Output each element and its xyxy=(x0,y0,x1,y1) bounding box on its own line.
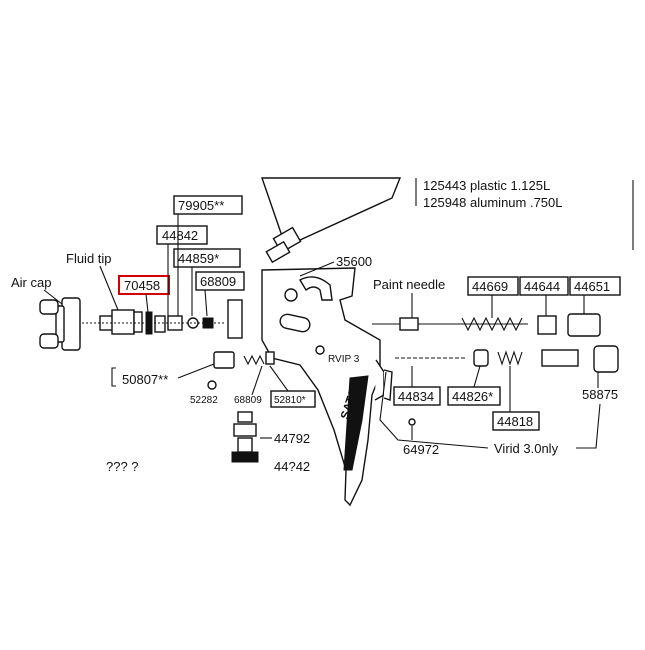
needle-collar xyxy=(399,317,419,331)
part-68809: 68809 xyxy=(200,274,236,289)
part-52810: 52810* xyxy=(274,395,306,406)
screw-64972 xyxy=(408,418,416,426)
part-cutoff-2: 44?42 xyxy=(274,459,310,474)
part-44826: 44826* xyxy=(452,389,493,404)
oring-44859 xyxy=(187,317,199,329)
cup-option-2-code: 125948 xyxy=(423,195,466,210)
part-50807: 50807** xyxy=(122,372,168,387)
part-58875-knob xyxy=(593,345,619,373)
valve-spring xyxy=(497,350,523,366)
needle-spring xyxy=(461,316,523,332)
air-cap-part xyxy=(39,297,81,351)
part-cutoff-1: ??? ? xyxy=(106,459,139,474)
model-text: RVIP 3 xyxy=(328,354,360,365)
box-44669 xyxy=(467,276,519,296)
air-inlet-fitting xyxy=(231,411,259,463)
part-44818: 44818 xyxy=(497,414,533,429)
paint-cup xyxy=(261,177,402,264)
cup-option-1-desc: plastic 1.125L xyxy=(470,178,550,193)
part-64972: 64972 xyxy=(403,442,439,457)
gun-nose xyxy=(227,299,243,339)
part-44834: 44834 xyxy=(398,389,434,404)
part-70458: 70458 xyxy=(124,278,160,293)
part-44644: 44644 xyxy=(524,279,560,294)
part-44842: 44842 xyxy=(162,228,198,243)
part-35600: 35600 xyxy=(336,254,372,269)
part-44651: 44651 xyxy=(574,279,610,294)
air-cap-label: Air cap xyxy=(11,275,51,290)
part-68809-lower: 68809 xyxy=(234,395,262,406)
part-44792: 44792 xyxy=(274,431,310,446)
part-79905: 79905** xyxy=(178,198,224,213)
box-52810 xyxy=(270,390,316,408)
oring-52282 xyxy=(207,380,217,390)
part-58875: 58875 xyxy=(582,387,618,402)
box-68809 xyxy=(195,271,245,291)
part-44651-shape xyxy=(567,313,601,337)
box-44834 xyxy=(393,386,441,406)
part-52282: 52282 xyxy=(190,395,218,406)
gun-body xyxy=(227,267,393,507)
part-58875-body xyxy=(541,349,579,367)
washer xyxy=(154,315,166,333)
part-44644-shape xyxy=(537,315,557,335)
fluid-tip-label: Fluid tip xyxy=(66,251,112,266)
box-70458-highlight xyxy=(118,275,170,295)
part-44826-shape xyxy=(473,349,489,367)
box-44842 xyxy=(156,225,208,245)
part-44669: 44669 xyxy=(472,279,508,294)
cup-option-1-code: 125443 xyxy=(423,178,466,193)
part-44859: 44859* xyxy=(178,251,219,266)
box-44818 xyxy=(492,411,540,431)
box-44859 xyxy=(173,248,241,268)
box-79905 xyxy=(173,195,243,215)
box-44651 xyxy=(569,276,621,296)
box-44644 xyxy=(519,276,569,296)
part-50807-shape xyxy=(213,351,235,369)
virid-note: Virid 3.0nly xyxy=(494,441,559,456)
fluid-tip-part xyxy=(99,309,143,335)
paint-needle-label: Paint needle xyxy=(373,277,445,292)
cup-option-2-desc: aluminum .750L xyxy=(470,195,563,210)
